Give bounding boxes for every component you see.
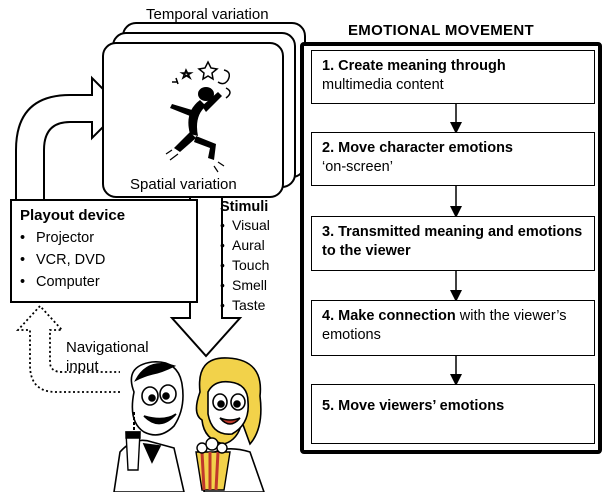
moviegoers-illustration [113,357,265,492]
stimuli-item: Aural [220,235,298,255]
step-3: 3. Transmitted meaning and emotions to t… [311,216,595,271]
step-2: 2. Move character emotions ‘on-screen’ [311,132,595,186]
stimuli-list: Visual Aural Touch Smell Taste [220,215,298,315]
stimuli-item: Touch [220,255,298,275]
step-1: 1. Create meaning through multimedia con… [311,50,595,104]
playout-device-item: Computer [20,271,188,293]
navigational-input-arrow [15,304,120,393]
playout-device-item: VCR, DVD [20,249,188,271]
step-4: 4. Make connection with the viewer’s emo… [311,300,595,356]
playout-device-title: Playout device [20,207,126,224]
stimuli-item: Smell [220,275,298,295]
playout-device-list: Projector VCR, DVD Computer [20,227,188,293]
dancing-figure-icon [165,60,231,173]
step-5: 5. Move viewers’ emotions [311,384,595,444]
spatial-variation-caption: Spatial variation [130,176,237,193]
stimuli-title: Stimuli [220,199,269,215]
stimuli-item: Taste [220,295,298,315]
emotional-movement-title: EMOTIONAL MOVEMENT [348,22,534,39]
playout-device-box: Playout device Projector VCR, DVD Comput… [10,199,198,303]
stimuli-list-box: Stimuli Visual Aural Touch Smell Taste [220,199,298,315]
temporal-variation-caption: Temporal variation [146,6,269,23]
stimuli-item: Visual [220,215,298,235]
playout-device-item: Projector [20,227,188,249]
navigational-input-label: Navigational input [66,339,149,375]
